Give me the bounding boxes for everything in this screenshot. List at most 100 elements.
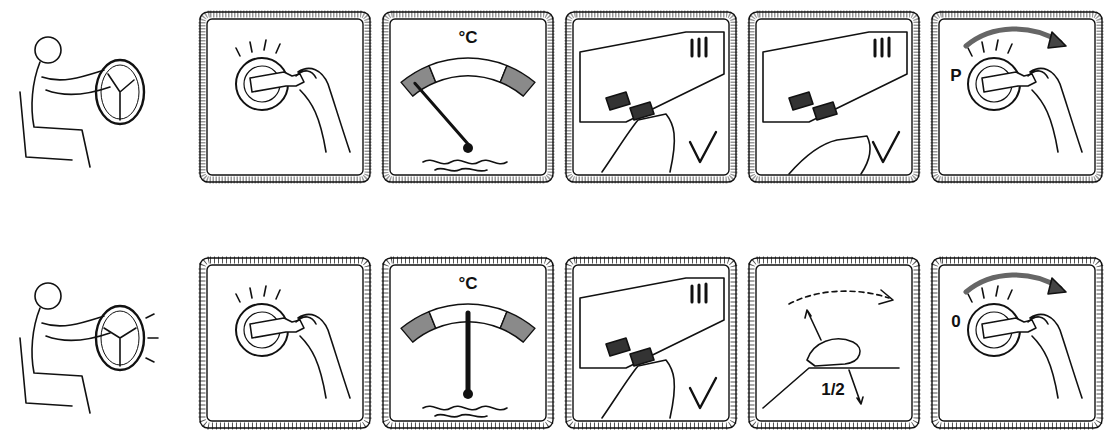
- panel-illustration: [966, 29, 1082, 152]
- check-mark: [690, 378, 716, 408]
- dashboard: [580, 32, 724, 122]
- step-panel: [383, 12, 553, 182]
- travel-arrow: [805, 310, 821, 340]
- panel-border: [934, 14, 1100, 180]
- panel-border: [383, 258, 553, 428]
- driver-head: [35, 37, 61, 63]
- panel-illustration: [580, 278, 724, 418]
- turn-arrow-head: [1048, 278, 1066, 294]
- position-mark: 1/2: [819, 381, 847, 400]
- gauge-unit: °C: [456, 275, 479, 294]
- panel-border: [566, 12, 736, 182]
- steering-wheel: [96, 60, 144, 124]
- panel-border: [390, 19, 546, 175]
- turn-arrow-head: [1048, 32, 1066, 48]
- hot-zone: [500, 312, 535, 343]
- turn-arrow: [966, 29, 1060, 46]
- panel-border: [207, 265, 363, 421]
- thermometer-bulb: [463, 389, 473, 399]
- step-panel: [566, 258, 736, 428]
- panel-border: [202, 260, 368, 426]
- throttle-path: [789, 291, 889, 304]
- throttle-path-head: [879, 290, 893, 304]
- driver-figure: [20, 283, 158, 413]
- panel-border: [200, 12, 370, 182]
- panel-border: [566, 258, 736, 428]
- panel-illustration: [763, 290, 899, 408]
- wheel-spokes: [104, 328, 136, 366]
- driver-head: [35, 283, 61, 309]
- driver-arm: [46, 87, 110, 94]
- pedal: [789, 92, 837, 120]
- dashboard: [763, 32, 907, 122]
- coolant-waves: [435, 168, 487, 171]
- panel-illustration: [401, 304, 535, 417]
- check-mark: [690, 132, 716, 162]
- hand: [296, 314, 350, 398]
- position-mark: 0: [949, 313, 962, 332]
- travel-arrow: [849, 370, 863, 404]
- steering-wheel: [101, 65, 139, 119]
- step-panel: [749, 12, 919, 182]
- pedal: [606, 338, 654, 366]
- panel-border: [749, 258, 919, 428]
- panel-border: [939, 265, 1095, 421]
- panel-illustration: [580, 32, 724, 172]
- hand: [296, 68, 350, 152]
- hand: [1028, 314, 1082, 398]
- driver-body: [32, 62, 90, 167]
- check-mark: [873, 132, 899, 162]
- coolant-waves: [423, 406, 507, 409]
- panel-illustration: [763, 32, 907, 174]
- driver-seat: [20, 338, 72, 406]
- temperature-needle: [466, 313, 471, 390]
- panel-border: [756, 265, 912, 421]
- panel-border: [385, 14, 551, 180]
- driver-figure: [20, 37, 144, 167]
- position-mark: P: [948, 67, 963, 86]
- step-panel: [932, 258, 1102, 428]
- panel-border: [932, 12, 1102, 182]
- panel-border: [383, 12, 553, 182]
- step-panel: [383, 258, 553, 428]
- normal-zone: [429, 58, 507, 82]
- pedal: [606, 92, 654, 120]
- panel-border: [573, 265, 729, 421]
- leg-foot: [789, 136, 870, 174]
- coolant-waves: [423, 160, 507, 163]
- turn-arrow: [966, 275, 1060, 292]
- panel-border: [749, 12, 919, 182]
- panel-illustration: [966, 275, 1082, 398]
- driver-arm: [42, 70, 104, 80]
- hand: [1028, 68, 1082, 152]
- instrument-bars: [875, 38, 889, 56]
- key-position-ticks: [236, 286, 280, 302]
- panel-illustration: [236, 286, 350, 398]
- key-position-ticks: [236, 40, 280, 56]
- step-panel: [566, 12, 736, 182]
- step-panel: [200, 12, 370, 182]
- gauge-unit: °C: [456, 29, 479, 48]
- panel-illustration: [236, 40, 350, 152]
- panel-border: [573, 19, 729, 175]
- driver-arm: [42, 316, 104, 326]
- panel-border: [568, 260, 734, 426]
- driver-seat: [20, 92, 72, 160]
- panel-border: [751, 260, 917, 426]
- driver-arm: [46, 333, 110, 340]
- driver-body: [32, 308, 90, 413]
- throttle-hand: [807, 339, 860, 366]
- panel-border: [390, 265, 546, 421]
- steering-wheel: [101, 311, 139, 365]
- dashboard: [580, 278, 724, 368]
- wheel-spokes: [108, 74, 134, 120]
- steering-wheel: [96, 306, 144, 370]
- panel-border: [939, 19, 1095, 175]
- panel-border: [756, 19, 912, 175]
- leg-foot: [602, 114, 674, 172]
- panel-border: [568, 14, 734, 180]
- panel-border: [751, 14, 917, 180]
- instrument-bars: [692, 38, 706, 56]
- motion-lines: [146, 314, 158, 362]
